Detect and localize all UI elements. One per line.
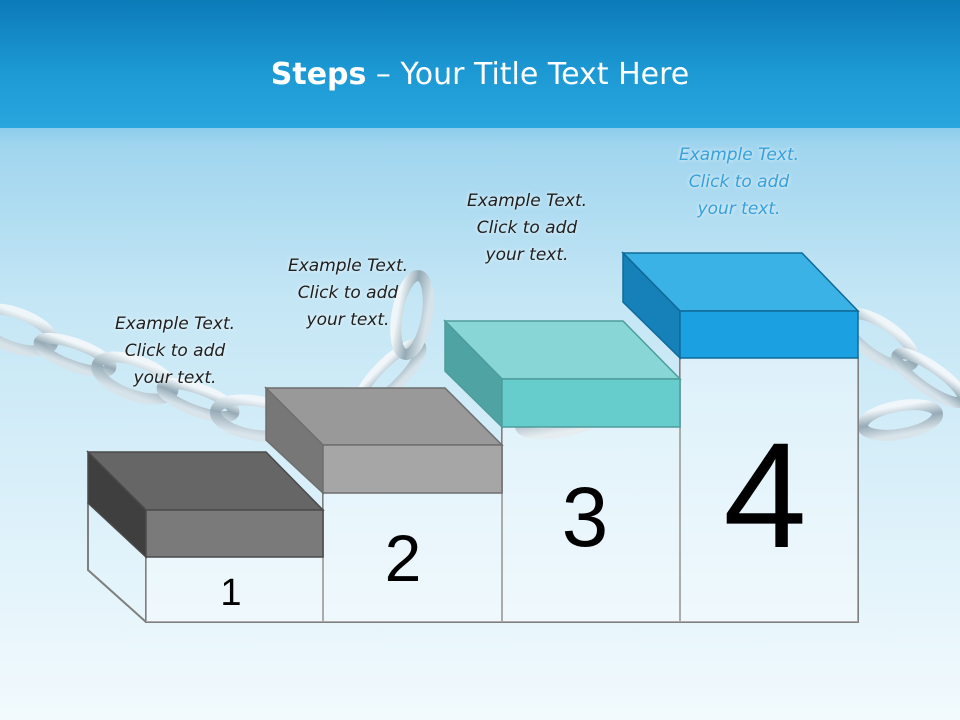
step-1-number: 1 [220,572,242,614]
slide-title[interactable]: Steps – Your Title Text Here [0,55,960,95]
step-2-number: 2 [384,521,422,595]
step-2-block[interactable] [264,386,504,495]
step-4-block[interactable] [621,251,860,360]
step-3-caption[interactable]: Example Text. Click to add your text. [466,191,588,265]
step-3-block[interactable] [443,319,682,429]
step-2-caption[interactable]: Example Text. Click to add your text. [287,256,409,330]
title-bar: Steps – Your Title Text Here [0,0,960,146]
step-1-caption[interactable]: Example Text. Click to add your text. [114,314,236,388]
step-1-block[interactable] [86,450,325,559]
title-bold: Steps [270,57,367,92]
title-text: – Your Title Text Here [366,57,690,92]
step-4-caption[interactable]: Example Text. Click to add your text. [678,145,800,219]
step-3-number: 3 [561,470,609,564]
step-4-number: 4 [723,411,807,579]
